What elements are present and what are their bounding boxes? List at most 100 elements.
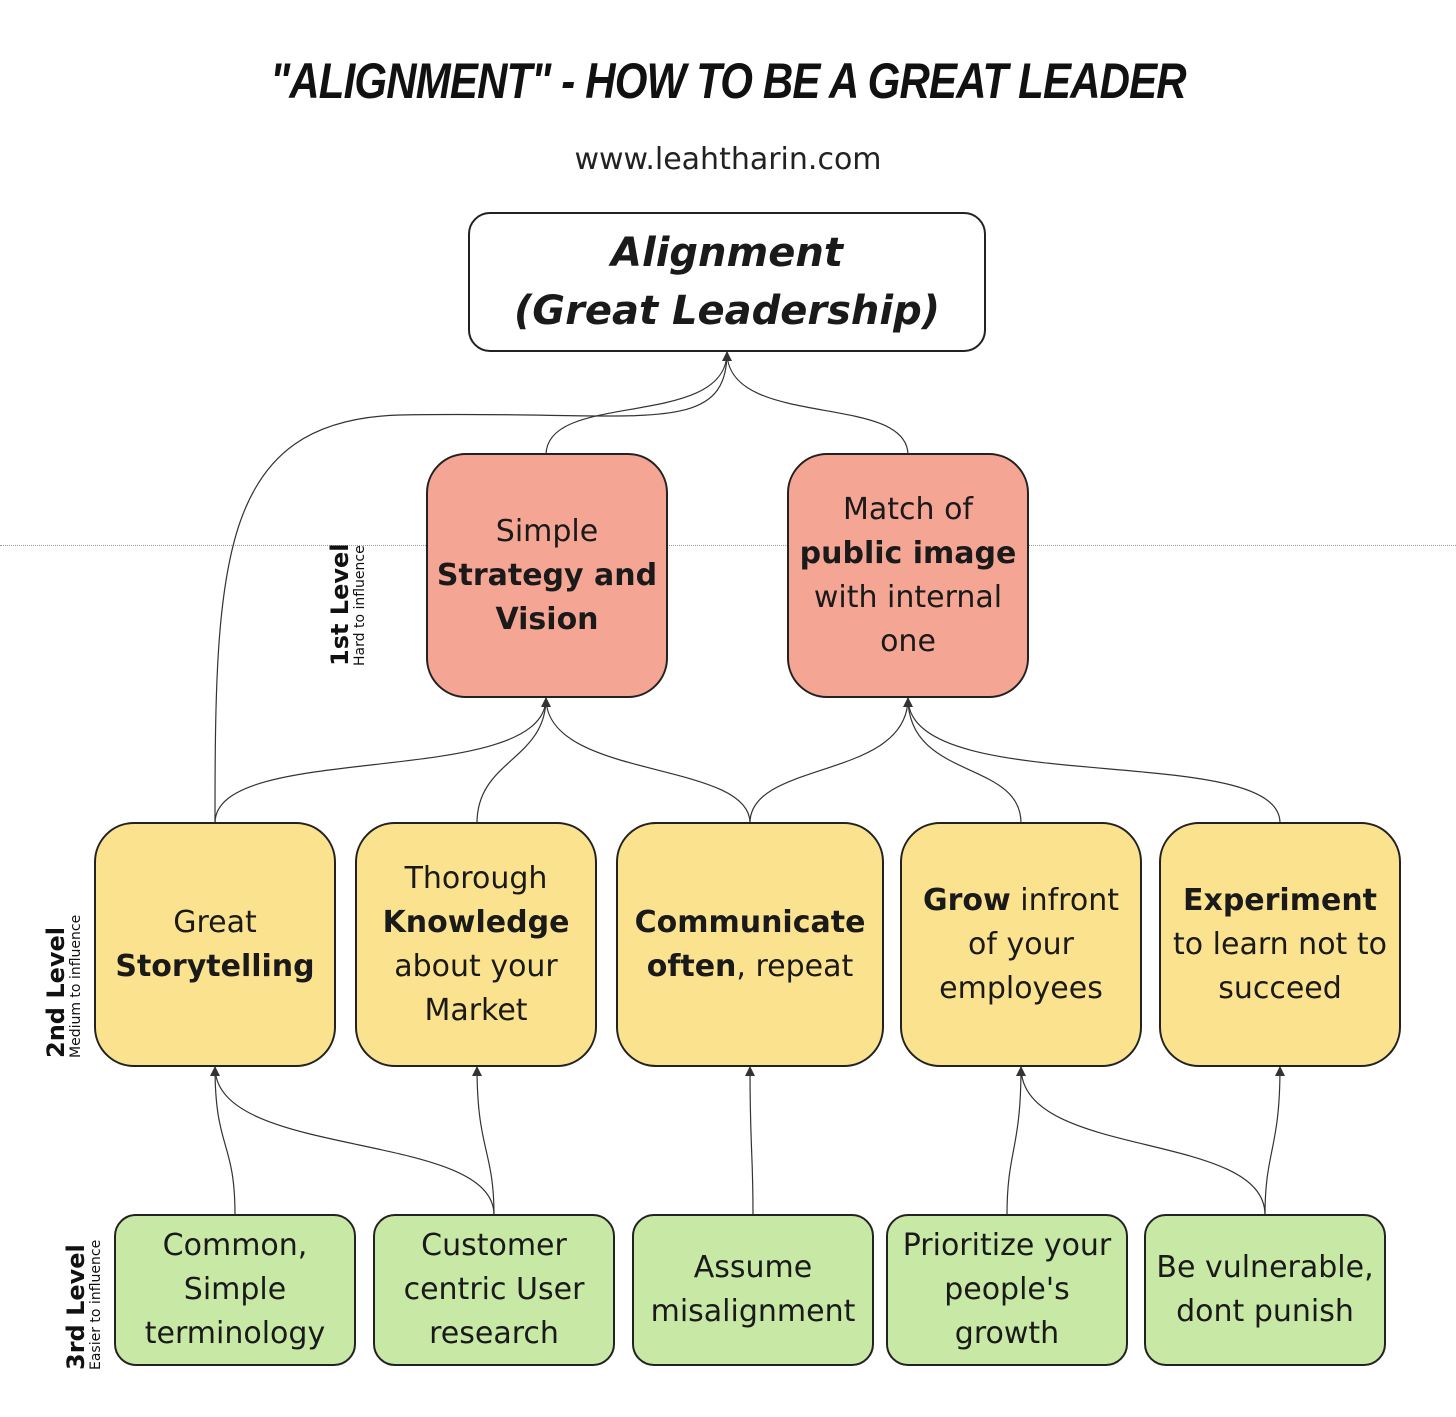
node-line: Experiment bbox=[1183, 879, 1377, 923]
link-growth-to-grow bbox=[1006, 1066, 1022, 1216]
arrowhead-root bbox=[722, 351, 732, 361]
link-vulnerable-to-experiment bbox=[1264, 1066, 1281, 1216]
level-name: 1st Level bbox=[326, 543, 354, 666]
node-line: often, repeat bbox=[647, 945, 854, 989]
level-sub: Easier to influence bbox=[88, 1239, 104, 1370]
link-experiment-to-public-image bbox=[907, 697, 1281, 824]
node-text: of your bbox=[968, 926, 1074, 962]
level-sub: Medium to influence bbox=[68, 914, 84, 1058]
link-storytelling-to-root bbox=[214, 351, 728, 824]
link-research-to-storytelling bbox=[214, 1066, 495, 1216]
level2-node-communicate: Communicate often, repeat bbox=[616, 822, 884, 1067]
node-text: centric User bbox=[403, 1272, 585, 1307]
link-communicate-to-public-image bbox=[749, 697, 909, 824]
node-text: Grow bbox=[922, 882, 1011, 918]
node-text: Thorough bbox=[404, 860, 548, 896]
root-node-alignment: Alignment (Great Leadership) bbox=[468, 212, 986, 352]
root-line-1: Alignment bbox=[611, 230, 843, 276]
level-label-1st: 1st Level Hard to influence bbox=[326, 543, 368, 666]
node-text: terminology bbox=[144, 1316, 326, 1351]
level-label-3rd: 3rd Level Easier to influence bbox=[62, 1239, 104, 1370]
arrowhead-experiment bbox=[1275, 1066, 1285, 1076]
node-text: public image bbox=[799, 535, 1017, 571]
node-line: to learn not to bbox=[1173, 923, 1387, 967]
node-text: growth bbox=[954, 1316, 1060, 1351]
arrowhead-strategy bbox=[541, 697, 551, 707]
node-line: about your bbox=[394, 945, 558, 989]
node-text: Communicate bbox=[634, 904, 866, 940]
link-strategy-to-root bbox=[545, 351, 728, 456]
node-text: Customer bbox=[421, 1228, 567, 1263]
level3-node-growth: Prioritize your people's growth bbox=[886, 1214, 1128, 1366]
arrowhead-communicate bbox=[745, 1066, 755, 1076]
node-text: Strategy and bbox=[436, 557, 658, 593]
node-line: succeed bbox=[1218, 967, 1342, 1011]
link-research-to-knowledge bbox=[476, 1066, 495, 1216]
node-text: about your bbox=[394, 948, 558, 984]
node-line: Grow infront bbox=[923, 879, 1119, 923]
level3-node-terminology: Common, Simple terminology bbox=[114, 1214, 356, 1366]
link-vulnerable-to-grow bbox=[1020, 1066, 1266, 1216]
level-sub: Hard to influence bbox=[352, 545, 368, 666]
node-text: research bbox=[429, 1316, 559, 1351]
link-misalignment-to-communicate bbox=[749, 1066, 754, 1216]
node-text: Match of bbox=[843, 491, 973, 527]
link-communicate-to-strategy bbox=[545, 697, 751, 824]
node-text: Simple bbox=[495, 513, 599, 549]
node-text: Common, bbox=[162, 1228, 308, 1263]
node-text: often bbox=[646, 948, 737, 984]
node-text: , repeat bbox=[736, 948, 854, 984]
node-text: one bbox=[880, 623, 936, 659]
node-line: Market bbox=[424, 989, 527, 1033]
node-line: employees bbox=[939, 967, 1103, 1011]
link-public-image-to-root bbox=[726, 351, 909, 456]
diagram-title: "ALIGNMENT" - HOW TO BE A GREAT LEADER bbox=[270, 53, 1186, 109]
node-text: Great bbox=[173, 904, 257, 940]
node-line: of your bbox=[968, 923, 1074, 967]
node-text: Storytelling bbox=[115, 948, 315, 984]
arrowhead-knowledge bbox=[472, 1066, 482, 1076]
node-line: Storytelling bbox=[115, 945, 314, 989]
node-text: dont punish bbox=[1176, 1294, 1354, 1329]
level3-node-research: Customer centric User research bbox=[373, 1214, 615, 1366]
node-text: Vision bbox=[495, 601, 599, 637]
level-name: 2nd Level bbox=[42, 926, 70, 1058]
arrowhead-storytelling bbox=[210, 1066, 220, 1076]
link-grow-to-public-image bbox=[907, 697, 1022, 824]
node-text: Prioritize your bbox=[902, 1228, 1112, 1263]
node-text: Knowledge bbox=[382, 904, 570, 940]
node-line: Knowledge bbox=[383, 901, 570, 945]
link-knowledge-to-strategy bbox=[476, 697, 547, 824]
node-text: succeed bbox=[1218, 970, 1342, 1006]
node-text: infront bbox=[1010, 882, 1119, 918]
level2-node-experiment: Experiment to learn not to succeed bbox=[1159, 822, 1401, 1067]
node-line: Thorough bbox=[405, 857, 548, 901]
level-name: 3rd Level bbox=[62, 1244, 90, 1370]
level3-node-vulnerable: Be vulnerable, dont punish bbox=[1144, 1214, 1386, 1366]
level3-node-misalignment: Assume misalignment bbox=[632, 1214, 874, 1366]
node-text: with internal bbox=[813, 579, 1003, 615]
link-storytelling-to-strategy bbox=[214, 697, 547, 824]
arrowhead-grow bbox=[1016, 1066, 1026, 1076]
level-divider bbox=[0, 545, 1456, 546]
node-text: people's bbox=[944, 1272, 1070, 1307]
node-line: Communicate bbox=[635, 901, 866, 945]
node-text: Assume bbox=[693, 1250, 813, 1285]
node-text: Market bbox=[424, 992, 528, 1028]
node-text: Experiment bbox=[1182, 882, 1378, 918]
level-label-2nd: 2nd Level Medium to influence bbox=[42, 914, 84, 1058]
node-text: Simple bbox=[183, 1272, 287, 1307]
node-text: to learn not to bbox=[1173, 926, 1387, 962]
level1-node-public-image: Match of public image with internal one bbox=[787, 453, 1029, 698]
node-text: misalignment bbox=[650, 1294, 856, 1329]
node-text: employees bbox=[939, 970, 1103, 1006]
node-text: Be vulnerable, bbox=[1156, 1250, 1374, 1285]
link-terminology-to-storytelling bbox=[214, 1066, 236, 1216]
arrowhead-public-image bbox=[903, 697, 913, 707]
root-line-2: (Great Leadership) bbox=[513, 288, 940, 334]
